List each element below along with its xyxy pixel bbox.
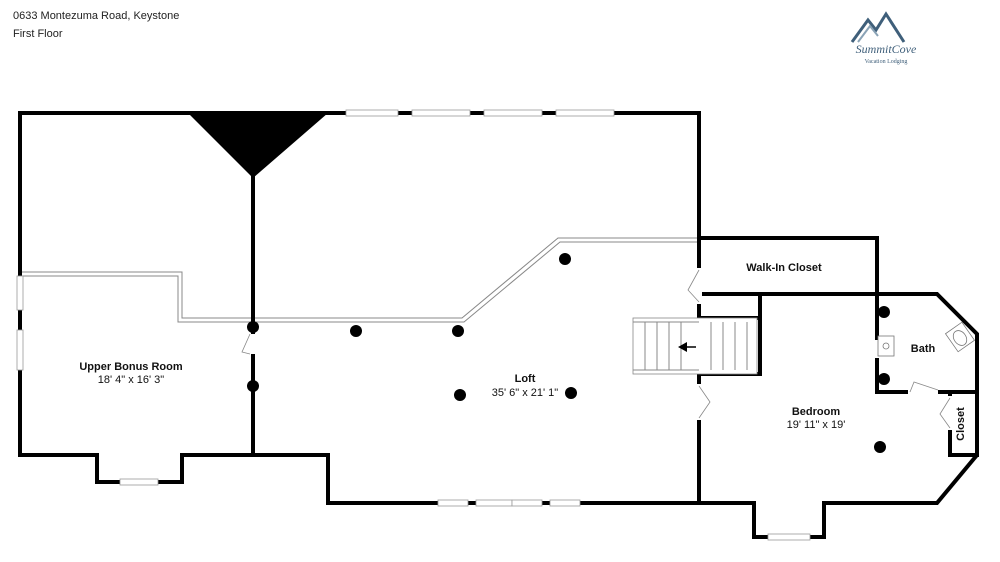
room-dims: 18' 4" x 16' 3" [98, 374, 165, 386]
room-dims: 19' 11" x 19' [787, 419, 846, 431]
room-name: Walk-In Closet [746, 262, 822, 274]
room-dims: 35' 6" x 21' 1" [492, 387, 559, 399]
logo-tagline: Vacation Lodging [865, 59, 908, 65]
toilet-icon [952, 330, 968, 346]
fixtures [247, 253, 890, 453]
room-name: Upper Bonus Room [79, 361, 182, 373]
sink-icon [882, 342, 890, 350]
room-upper-bonus: Upper Bonus Room 18' 4" x 16' 3" [79, 361, 182, 386]
room-name: Closet [955, 407, 967, 441]
room-closet: Closet [955, 407, 967, 441]
walls [18, 111, 979, 539]
door-swings [241, 268, 953, 430]
chimney-chase [188, 113, 328, 178]
bath-fixtures [877, 321, 976, 357]
room-name: Loft [515, 373, 536, 385]
room-bedroom: Bedroom 19' 11" x 19' [787, 406, 846, 431]
floor-label: First Floor [13, 28, 63, 40]
room-name: Bath [911, 343, 936, 355]
summitcove-logo: SummitCove Vacation Lodging [850, 11, 917, 65]
stair-direction-arrow-icon [678, 342, 687, 352]
railing-lines [20, 237, 698, 323]
address-text: 0633 Montezuma Road, Keystone [13, 10, 180, 22]
staircase [632, 317, 758, 375]
logo-brand: SummitCove [856, 42, 917, 56]
room-walk-in-closet: Walk-In Closet [746, 262, 822, 274]
room-bath: Bath [911, 343, 936, 355]
room-loft: Loft 35' 6" x 21' 1" [492, 373, 559, 399]
windows [16, 109, 811, 541]
room-name: Bedroom [792, 406, 841, 418]
